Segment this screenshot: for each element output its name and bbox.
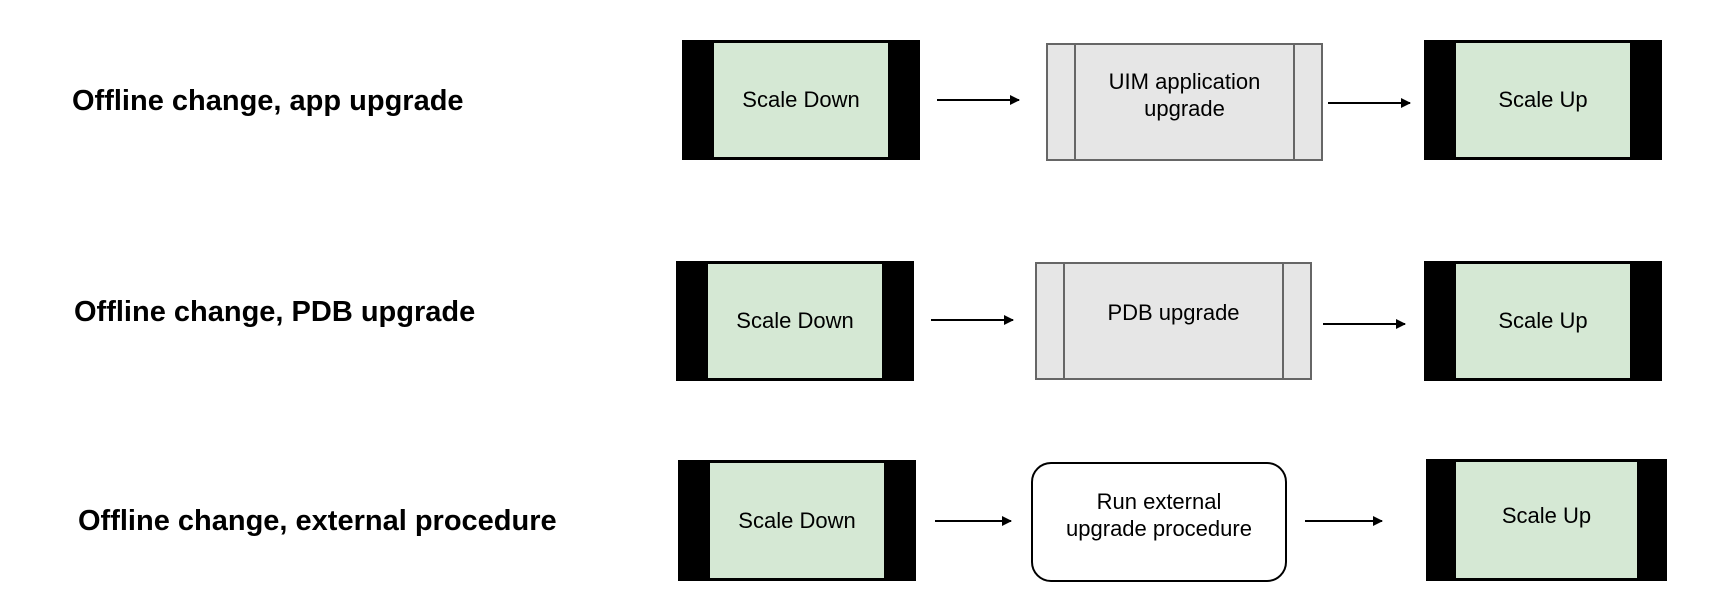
row-1-title: Offline change, app upgrade xyxy=(72,85,464,117)
row-3-title: Offline change, external procedure xyxy=(78,505,557,537)
row-2-scale-up-box: Scale Up xyxy=(1424,261,1662,381)
row-1-scale-down-label: Scale Down xyxy=(742,87,860,113)
row-2-pdb-upgrade-box: PDB upgrade xyxy=(1035,262,1312,380)
row-1-scale-down-box: Scale Down xyxy=(682,40,920,160)
row-1-app-upgrade-box: UIM application upgrade xyxy=(1046,43,1323,161)
row-1-scale-up-box: Scale Up xyxy=(1424,40,1662,160)
row-3-scale-down-box: Scale Down xyxy=(678,460,916,581)
row-2-scale-up-label: Scale Up xyxy=(1498,308,1588,334)
row-3-scale-up-label: Scale Up xyxy=(1501,503,1592,529)
row-2-title: Offline change, PDB upgrade xyxy=(74,296,476,328)
row-1-scale-up-label: Scale Up xyxy=(1498,87,1588,113)
row-1-app-upgrade-label: UIM application upgrade xyxy=(1108,68,1261,122)
row-3-external-procedure-label: Run external upgrade procedure xyxy=(1066,488,1252,542)
row-2-scale-down-box: Scale Down xyxy=(676,261,914,381)
row-2-scale-down-label: Scale Down xyxy=(736,308,854,334)
row-3-scale-down-label: Scale Down xyxy=(738,507,856,533)
row-2-pdb-upgrade-label: PDB upgrade xyxy=(1107,300,1240,326)
row-3-scale-up-box: Scale Up xyxy=(1426,459,1667,581)
row-3-external-procedure-box: Run external upgrade procedure xyxy=(1031,462,1287,582)
